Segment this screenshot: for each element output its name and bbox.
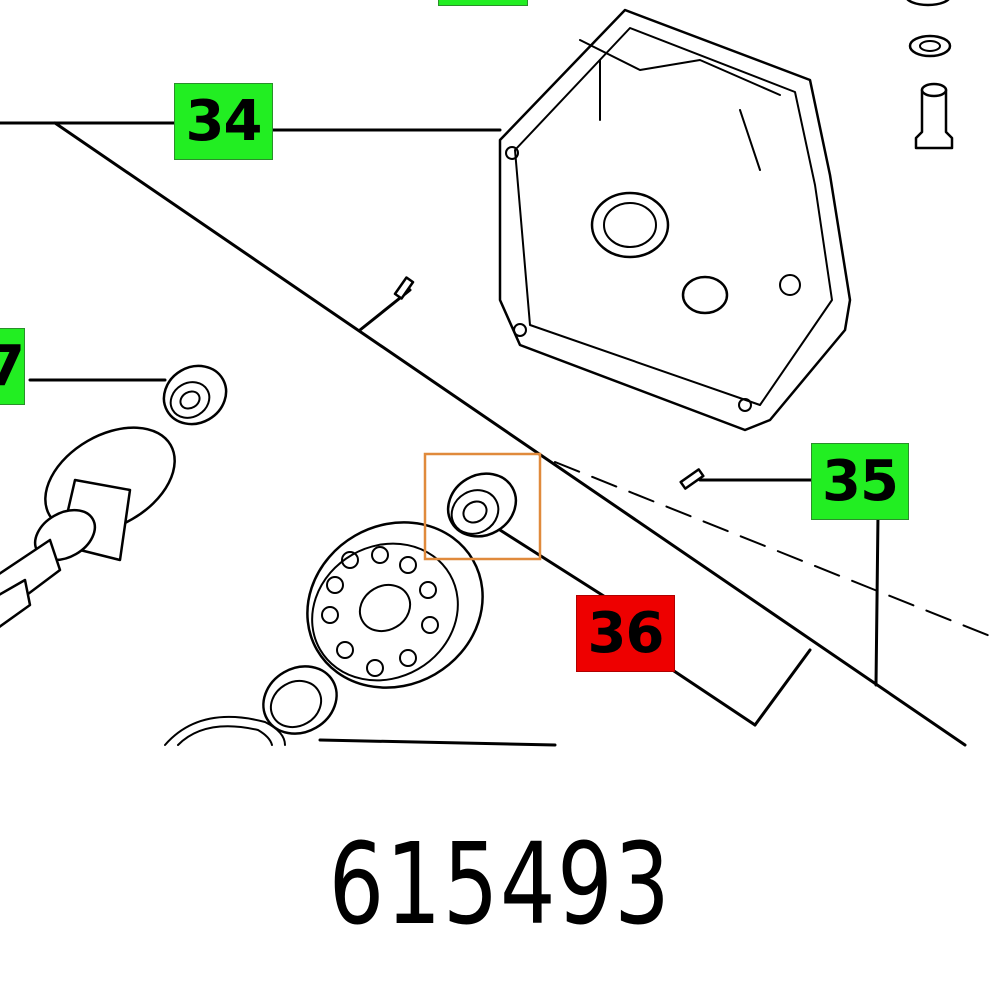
callout-label-7-text: 7 — [0, 334, 25, 399]
spindle-shaft-part — [0, 426, 176, 628]
part-number: 615493 — [328, 820, 672, 950]
pin-part — [393, 276, 415, 300]
leader-lines — [0, 121, 1000, 747]
callout-label-34-text: 34 — [185, 89, 263, 154]
small-washers — [906, 0, 954, 150]
callout-label-36-text: 36 — [587, 601, 665, 666]
o-ring-part — [164, 715, 286, 746]
ball-bearing-36 — [446, 472, 518, 538]
selected-part-highlight — [423, 452, 542, 561]
callout-label-7[interactable]: 7 — [0, 328, 25, 405]
motor-housing-part — [498, 8, 852, 432]
callout-label-34[interactable]: 34 — [174, 83, 273, 160]
pin-part-35 — [679, 468, 705, 490]
callout-label-35-text: 35 — [822, 449, 899, 514]
drawing-crop-edge — [0, 748, 1000, 760]
o-ring-inner — [177, 725, 273, 746]
ball-bearing-7 — [162, 364, 228, 426]
callout-label-35[interactable]: 35 — [811, 443, 909, 520]
callout-label-36[interactable]: 36 — [576, 595, 675, 672]
callout-label-top[interactable] — [438, 0, 528, 6]
bushing-part — [262, 665, 338, 735]
